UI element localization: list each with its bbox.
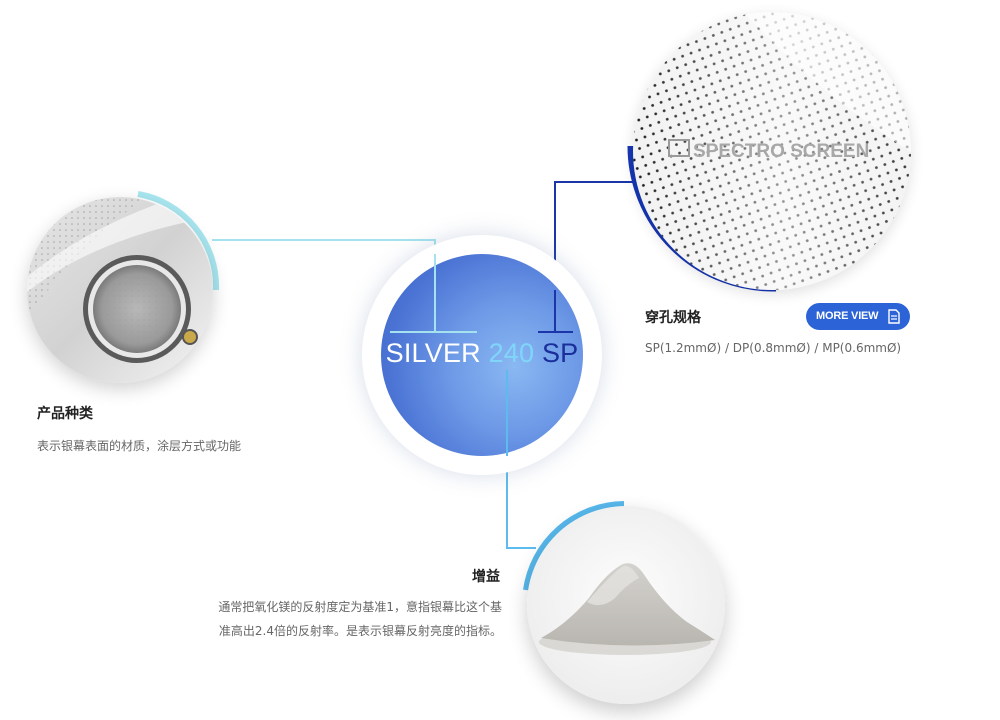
more-view-label: MORE VIEW bbox=[816, 310, 879, 322]
model-gain-number: 240 bbox=[488, 338, 535, 368]
model-disc bbox=[381, 254, 583, 456]
gain-description-line2: 准高出2.4倍的反射率。是表示银幕反射亮度的指标。 bbox=[218, 624, 502, 638]
model-perforation-code: SP bbox=[541, 338, 579, 368]
model-name: SILVER 240 SP bbox=[381, 336, 583, 370]
perforation-photo: SPECTRO SCREEN bbox=[633, 12, 911, 290]
arc-left bbox=[137, 191, 220, 291]
perforation-title: 穿孔规格 bbox=[645, 310, 701, 326]
perforation-specs: SP(1.2mmØ) / DP(0.8mmØ) / MP(0.6mmØ) bbox=[645, 341, 902, 355]
gain-photo bbox=[527, 506, 725, 704]
model-silver-text: SILVER bbox=[385, 338, 481, 368]
more-view-button[interactable]: MORE VIEW bbox=[806, 303, 910, 330]
product-type-description: 表示银幕表面的材质，涂层方式或功能 bbox=[37, 439, 242, 453]
arc-bottom bbox=[523, 501, 625, 591]
spectro-screen-watermark: SPECTRO SCREEN bbox=[693, 141, 869, 162]
gain-title: 增益 bbox=[472, 569, 500, 585]
document-icon bbox=[888, 309, 900, 324]
gain-description-line1: 通常把氧化镁的反射度定为基准1，意指银幕比这个基 bbox=[218, 600, 502, 614]
product-type-photo bbox=[27, 197, 213, 383]
product-type-title: 产品种类 bbox=[37, 406, 93, 422]
